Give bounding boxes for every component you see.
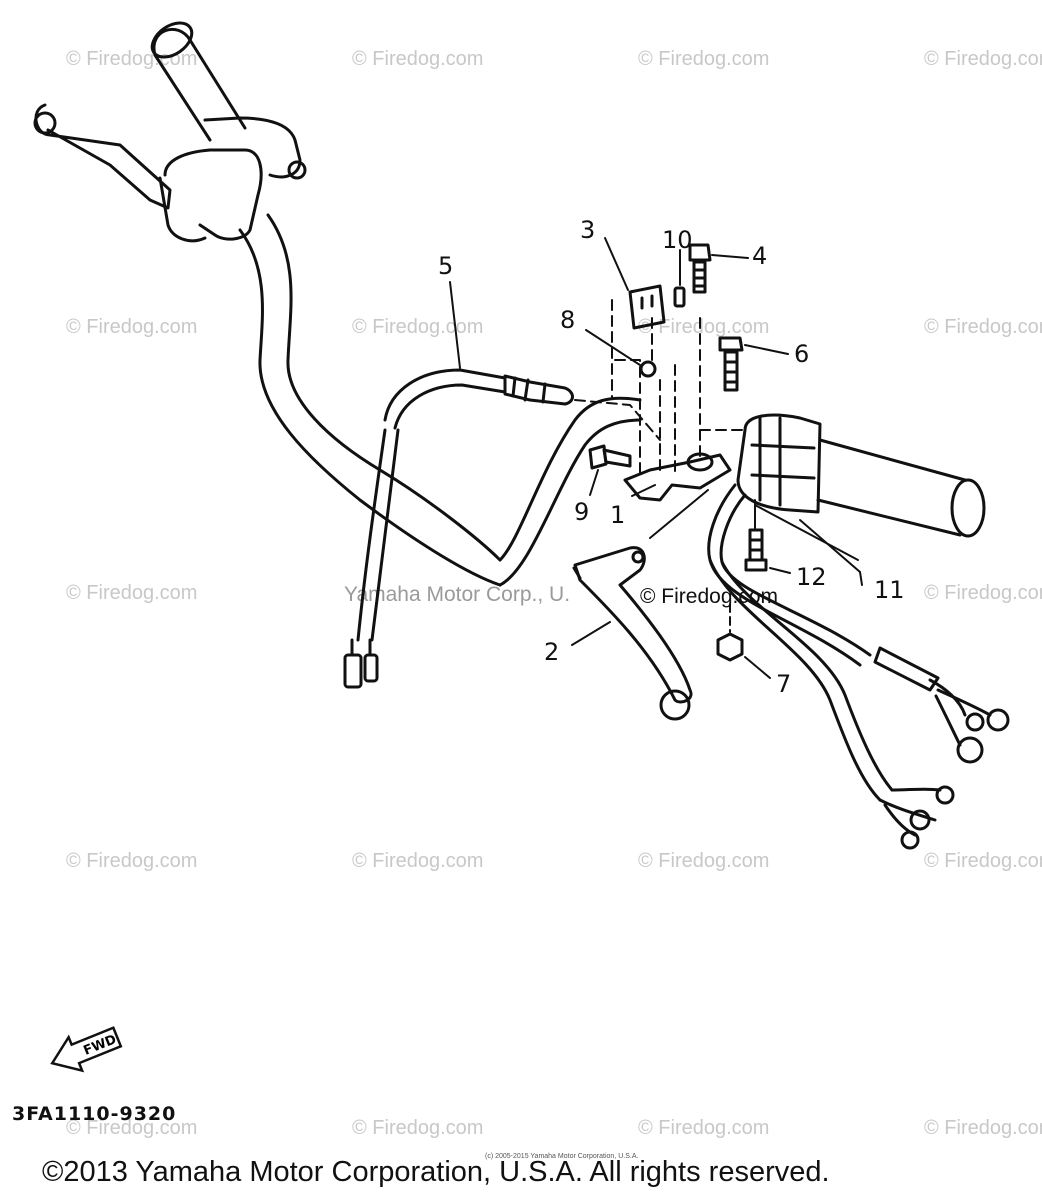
watermark: © Firedog.com	[924, 48, 1042, 70]
clutch-lever	[571, 546, 693, 721]
watermark: © Firedog.com	[352, 850, 484, 872]
watermark: © Firedog.com	[66, 582, 198, 604]
callout-5: 5	[438, 252, 454, 280]
watermark: © Firedog.com	[638, 316, 770, 338]
watermark: © Firedog.com	[66, 48, 198, 70]
lever-holder	[623, 452, 732, 539]
watermark: © Firedog.com	[924, 582, 1042, 604]
switch-wire-harness	[707, 483, 1010, 850]
pivot-bolt	[688, 243, 749, 294]
fwd-arrow-icon: FWD	[50, 1026, 123, 1073]
watermark: © Firedog.com	[66, 1117, 198, 1139]
clutch-cable	[343, 368, 574, 689]
watermark: © Firedog.com	[638, 48, 770, 70]
callout-11: 11	[874, 576, 905, 604]
callout-12: 12	[796, 563, 827, 591]
watermark: © Firedog.com	[352, 1117, 484, 1139]
handlebar	[238, 213, 642, 587]
watermark: © Firedog.com	[638, 850, 770, 872]
lever-collar	[585, 329, 657, 378]
watermark: © Firedog.com	[924, 1117, 1042, 1139]
callout-6: 6	[794, 340, 810, 368]
watermark: © Firedog.com	[638, 1117, 770, 1139]
callout-1: 1	[610, 501, 626, 529]
callout-8: 8	[560, 306, 576, 334]
lever-bolt	[588, 444, 632, 496]
switch-screw	[673, 249, 686, 308]
fine-print-copyright: (c) 2005-2015 Yamaha Motor Corporation, …	[485, 1153, 639, 1160]
diagram-part-code: 3FA1110-9320	[12, 1103, 177, 1125]
watermark: © Firedog.com	[66, 316, 198, 338]
lock-nut	[716, 603, 771, 679]
routing-lines	[574, 299, 746, 476]
switch-screw-12	[744, 499, 791, 574]
callout-7: 7	[776, 670, 792, 698]
callout-10: 10	[662, 226, 693, 254]
watermark: © Firedog.com	[352, 48, 484, 70]
handlebar-switch	[736, 413, 822, 514]
watermark: © Firedog.com	[924, 316, 1042, 338]
callout-9: 9	[574, 498, 590, 526]
watermark: © Firedog.com	[66, 850, 198, 872]
callout-4: 4	[752, 242, 768, 270]
right-grip	[816, 438, 986, 538]
clutch-switch	[604, 237, 666, 330]
copyright-notice: ©2013 Yamaha Motor Corporation, U.S.A. A…	[42, 1156, 830, 1188]
holder-screw	[718, 336, 789, 392]
watermark: © Firedog.com	[352, 316, 484, 338]
callout-2: 2	[544, 638, 560, 666]
watermark: © Firedog.com	[924, 850, 1042, 872]
left-grip-assembly	[33, 21, 307, 243]
center-watermark: Yamaha Motor Corp., U.	[344, 583, 571, 606]
callout-3: 3	[580, 216, 596, 244]
